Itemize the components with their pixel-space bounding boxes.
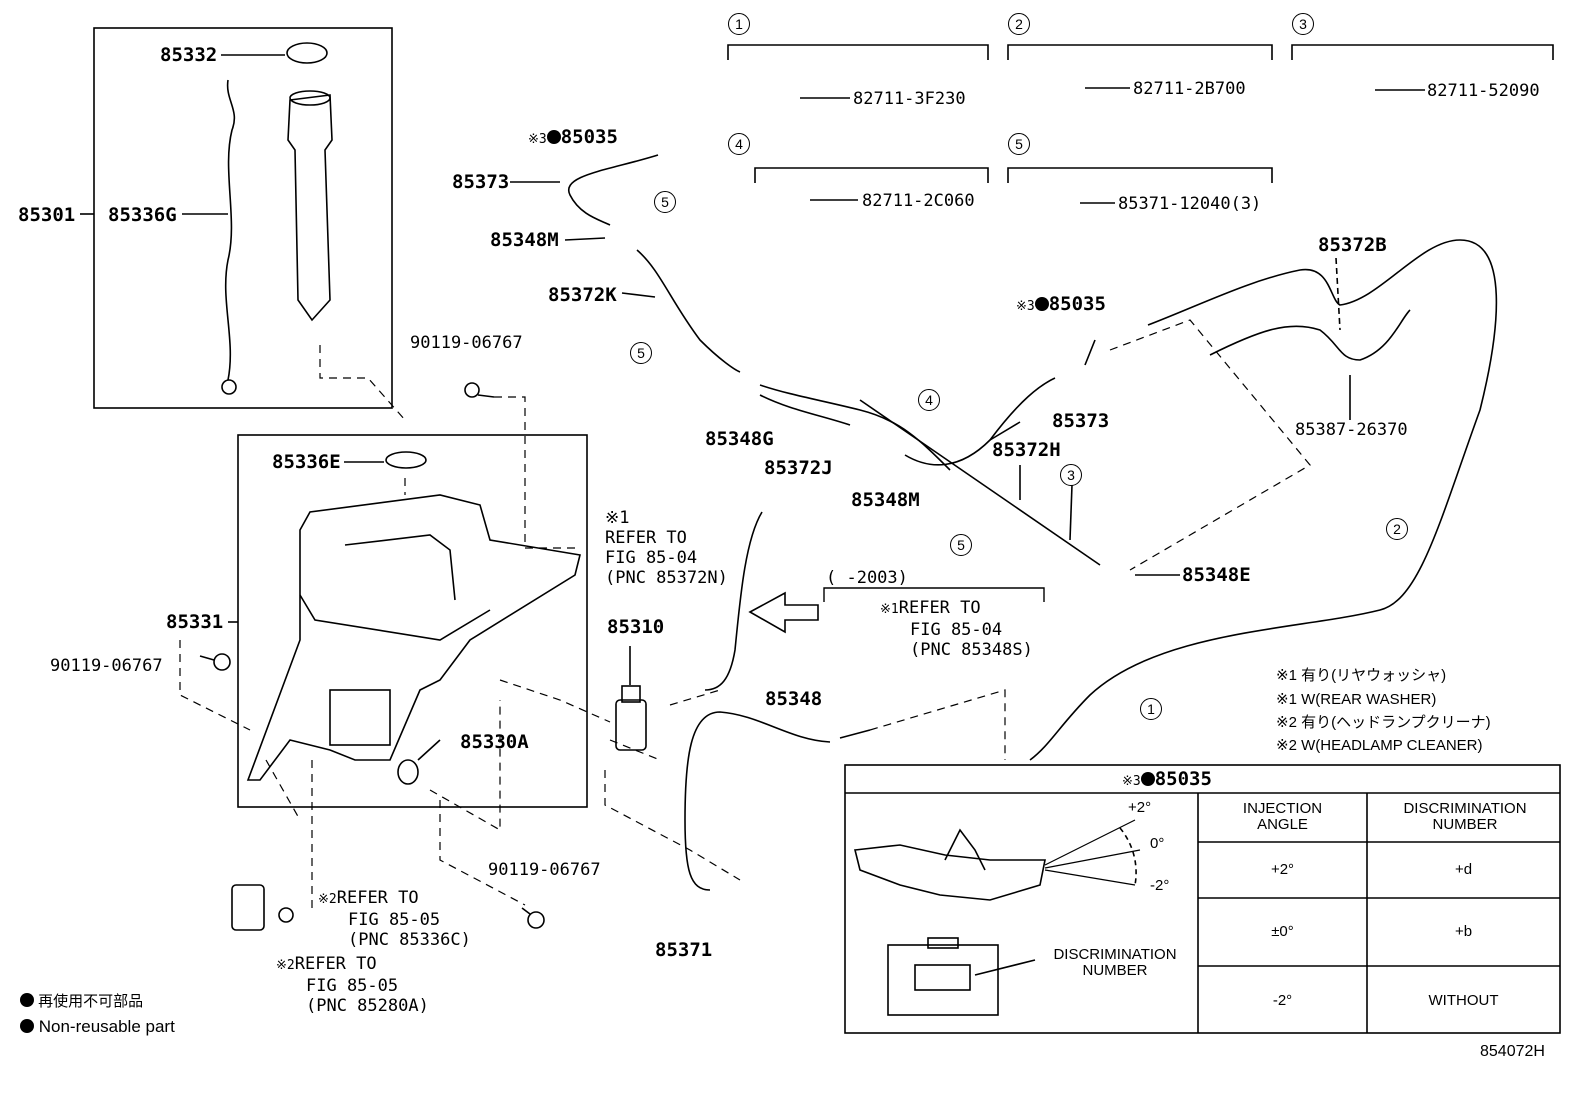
pump-headlamp — [231, 884, 265, 931]
note-2-en: ※2 W(HEADLAMP CLEANER) — [1276, 737, 1483, 754]
label-90119-c: 90119-06767 — [488, 860, 601, 880]
hose-85373-a — [567, 154, 659, 226]
label-85373-b: 85373 — [1052, 410, 1110, 432]
label-90119-a: 90119-06767 — [410, 333, 523, 353]
dipstick-85336g — [224, 79, 236, 381]
pump-85310 — [615, 699, 647, 751]
ref-85336c: ※2REFER TO FIG 85-05 (PNC 85336C) — [318, 888, 471, 950]
row-2-number: +b — [1454, 923, 1473, 940]
clip-2-callout: 2 — [1008, 13, 1030, 35]
row-2-angle: ±0° — [1271, 923, 1294, 940]
label-85372j: 85372J — [764, 457, 833, 479]
hose-85372k — [636, 249, 741, 373]
clip-1-callout: 1 — [728, 13, 750, 35]
ref-rear-washer: ※1 REFER TO FIG 85-04 (PNC 85372N) — [605, 508, 728, 588]
clip-1-part: 82711-3F230 — [853, 89, 966, 109]
tank-85331 — [246, 494, 581, 781]
label-85372h: 85372H — [992, 439, 1061, 461]
label-85348m-a: 85348M — [490, 229, 559, 251]
legend-en: Non-reusable part — [20, 1017, 175, 1037]
label-85372b: 85372B — [1318, 234, 1387, 256]
clip-5-callout: 5 — [1008, 133, 1030, 155]
clip-2-part: 82711-2B700 — [1133, 79, 1246, 99]
row-1-number: +d — [1454, 861, 1473, 878]
note-2-jp: ※2 有り(ヘッドランプクリーナ) — [1276, 714, 1491, 731]
label-90119-b: 90119-06767 — [50, 656, 163, 676]
note-1-jp: ※1 有り(リヤウォッシャ) — [1276, 667, 1447, 684]
hose-rear-washer — [704, 511, 763, 691]
angle-minus-label: -2° — [1150, 877, 1170, 894]
col-discrimination-number: DISCRIMINATION NUMBER — [1403, 800, 1527, 833]
clip-4-marker: 4 — [918, 389, 940, 411]
hose-85387 — [1209, 309, 1411, 361]
discrimination-callout: DISCRIMINATION NUMBER — [1053, 946, 1177, 979]
clip-3-callout: 3 — [1292, 13, 1314, 35]
clip-5-marker-a: 5 — [654, 191, 676, 213]
label-85336g: 85336G — [108, 204, 177, 226]
label-85332: 85332 — [160, 44, 218, 66]
ref-85348s: ※1REFER TO FIG 85-04 (PNC 85348S) — [880, 598, 1033, 660]
non-reusable-dot-icon — [1034, 297, 1049, 311]
hose-85372b — [1029, 239, 1498, 761]
non-reusable-dot-icon — [20, 993, 34, 1007]
hose-85373-b — [904, 377, 1056, 466]
label-85331: 85331 — [166, 611, 224, 633]
row-3-angle: -2° — [1272, 992, 1293, 1009]
ref-bracket — [823, 587, 1045, 602]
direction-arrow — [748, 591, 819, 634]
angle-plus-label: +2° — [1128, 799, 1152, 816]
hose-85372h — [859, 399, 1101, 566]
clip-brackets-top — [727, 44, 1554, 60]
clip-5-part: 85371-12040(3) — [1118, 194, 1262, 214]
label-85301: 85301 — [18, 204, 76, 226]
angle-zero-label: 0° — [1150, 835, 1165, 852]
non-reusable-dot-icon — [1140, 772, 1155, 786]
clip-brackets-mid — [754, 167, 1273, 183]
row-3-number: WITHOUT — [1428, 992, 1499, 1009]
label-85310: 85310 — [607, 616, 665, 638]
clip-2-marker: 2 — [1386, 518, 1408, 540]
cap-85332 — [286, 42, 328, 64]
label-85336e: 85336E — [272, 451, 341, 473]
label-85372k: 85372K — [548, 284, 617, 306]
filler-box — [93, 27, 393, 409]
clip-5-marker-c: 5 — [950, 534, 972, 556]
label-85387: 85387-26370 — [1295, 420, 1408, 440]
label-85371: 85371 — [655, 939, 713, 961]
clip-1-marker: 1 — [1140, 698, 1162, 720]
legend-jp: 再使用不可部品 — [20, 992, 143, 1012]
label-85348g: 85348G — [705, 428, 774, 450]
filler-neck — [287, 94, 333, 322]
note-1-en: ※1 W(REAR WASHER) — [1276, 691, 1437, 708]
label-85373-a: 85373 — [452, 171, 510, 193]
label-85348: 85348 — [765, 688, 823, 710]
clip-3-part: 82711-52090 — [1427, 81, 1540, 101]
label-85348m-b: 85348M — [851, 489, 920, 511]
hose-85371 — [684, 711, 831, 891]
nozzle-drawing — [854, 844, 1046, 901]
clip-4-callout: 4 — [728, 133, 750, 155]
ref-85280a: ※2REFER TO FIG 85-05 (PNC 85280A) — [276, 954, 429, 1016]
clip-5-marker-b: 5 — [630, 342, 652, 364]
seal-85336e — [385, 451, 427, 469]
col-injection-angle: INJECTION ANGLE — [1242, 800, 1323, 833]
nozzle-side — [887, 944, 999, 1016]
clip-4-part: 82711-2C060 — [862, 191, 975, 211]
label-85348e: 85348E — [1182, 564, 1251, 586]
non-reusable-dot-icon — [20, 1019, 34, 1033]
row-1-angle: +2° — [1270, 861, 1295, 878]
figure-id: 854072H — [1480, 1043, 1545, 1060]
hose-85372j — [759, 384, 951, 471]
ref-2003-range: ( -2003) — [826, 568, 908, 588]
non-reusable-dot-icon — [546, 130, 561, 144]
tank-box — [237, 434, 588, 808]
table-border — [844, 764, 1561, 1034]
label-85330a: 85330A — [460, 731, 529, 753]
clip-3-marker: 3 — [1060, 464, 1082, 486]
